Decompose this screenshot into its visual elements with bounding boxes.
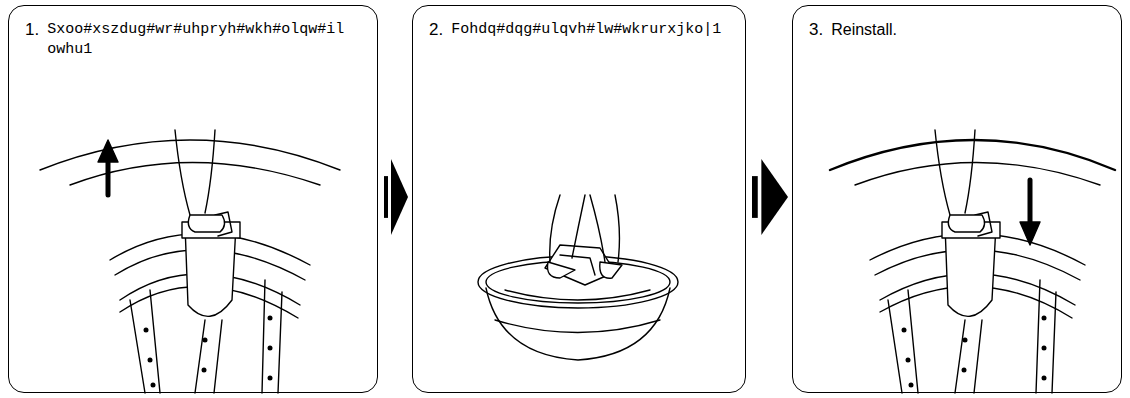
step-heading: 2. Fohdq#dqg#ulqvh#lw#wkrurxjko|1	[429, 20, 731, 40]
step-instruction: Fohdq#dqg#ulqvh#lw#wkrurxjko|1	[451, 20, 721, 40]
step-arrow	[752, 159, 788, 235]
step-heading: 3. Reinstall.	[809, 20, 1107, 40]
step-instruction: Reinstall.	[831, 20, 897, 40]
step-instruction: Sxoo#xszdug#wr#uhpryh#wkh#olqw#ilowhu1	[47, 20, 347, 60]
step-heading: 1. Sxoo#xszdug#wr#uhpryh#wkh#olqw#ilowhu1	[25, 20, 363, 60]
drum-illustration	[40, 130, 340, 393]
step-number: 1.	[25, 20, 39, 40]
arrow-head	[391, 159, 408, 235]
arrow-head	[761, 159, 788, 235]
drum-illustration	[830, 130, 1115, 393]
step-number: 3.	[809, 20, 823, 40]
arrow-bar	[384, 176, 388, 218]
step-panel: 3. Reinstall.	[792, 5, 1122, 393]
arrow-bar	[752, 176, 758, 218]
step-arrow	[384, 159, 408, 235]
basin-illustration	[478, 195, 678, 360]
step-panel: 1. Sxoo#xszdug#wr#uhpryh#wkh#olqw#ilowhu1	[8, 5, 378, 393]
step-panel: 2. Fohdq#dqg#ulqvh#lw#wkrurxjko|1	[412, 5, 746, 393]
step-number: 2.	[429, 20, 443, 40]
